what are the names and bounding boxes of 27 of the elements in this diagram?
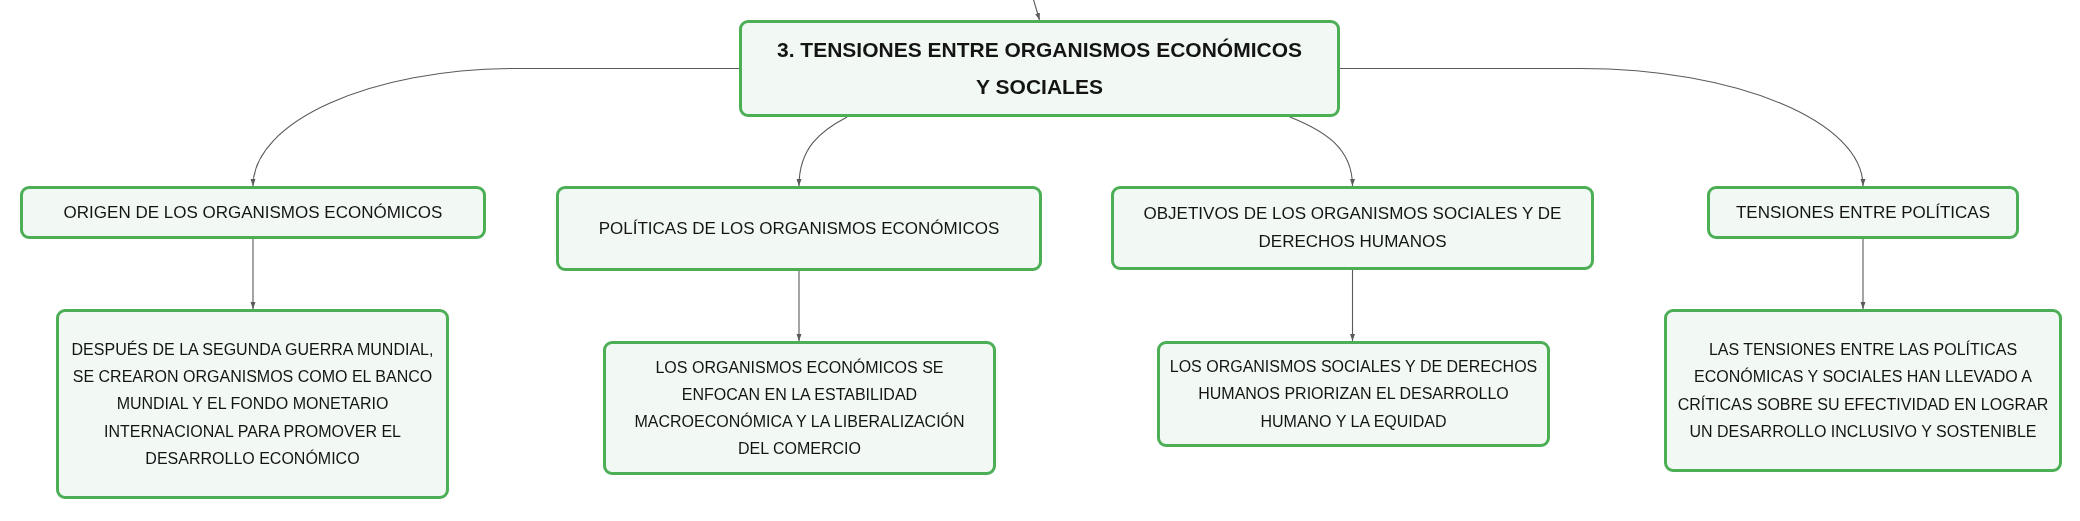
topic-box: [1707, 186, 2019, 239]
connector-arrow: [251, 67, 740, 187]
topic-box: [603, 341, 996, 475]
topic-label: TENSIONES ENTRE POLÍTICAS: [1735, 201, 1991, 224]
topic-box: [1157, 341, 1550, 447]
topic-box: [556, 186, 1042, 271]
connector-arrow: [1860, 238, 1866, 310]
topic-box: [1664, 309, 2062, 472]
topic-box: [1111, 186, 1594, 270]
topic-label: ORIGEN DE LOS ORGANISMOS ECONÓMICOS: [63, 201, 443, 224]
topic-box: [20, 186, 486, 239]
connector-arrow: [1032, 0, 1041, 21]
central-topic-box: [739, 20, 1340, 117]
connector-arrow: [796, 270, 802, 342]
topic-label: DESPUÉS DE LA SEGUNDA GUERRA MUNDIAL, SE CREARON ORGANISMOS COMO EL BANCO MUNDIAL Y EL FONDO MONETARIO INTERNACIONAL PARA PROMOVER EL DESARROLLO ECONÓMICO: [70, 339, 435, 469]
topic-label: OBJETIVOS DE LOS ORGANISMOS SOCIALES Y DE DERECHOS HUMANOS: [1142, 202, 1563, 253]
connector-arrow: [1350, 269, 1355, 342]
topic-label: LOS ORGANISMOS SOCIALES Y DE DERECHOS HUMANOS PRIORIZAN EL DESARROLLO HUMANO Y LA EQUIDAD: [1168, 357, 1539, 432]
topic-label: LOS ORGANISMOS ECONÓMICOS SE ENFOCAN EN LA ESTABILIDAD MACROECONÓMICA Y LA LIBERALIZACIÓN DEL COMERCIO: [633, 357, 966, 460]
topic-label: LAS TENSIONES ENTRE LAS POLÍTICAS ECONÓMICAS Y SOCIALES HAN LLEVADO A CRÍTICAS SOBRE SU EFECTIVIDAD EN LOGRAR UN DESARROLLO INCLUSIVO Y SOSTENIBLE: [1676, 339, 2050, 442]
topic-label: 3. TENSIONES ENTRE ORGANISMOS ECONÓMICOS Y SOCIALES: [775, 36, 1304, 100]
topic-box: [56, 309, 449, 499]
topic-label: POLÍTICAS DE LOS ORGANISMOS ECONÓMICOS: [598, 217, 1000, 240]
connector-arrow: [1289, 116, 1355, 187]
connector-arrow: [796, 116, 848, 187]
connector-arrow: [1339, 67, 1865, 187]
connector-arrow: [250, 238, 256, 310]
